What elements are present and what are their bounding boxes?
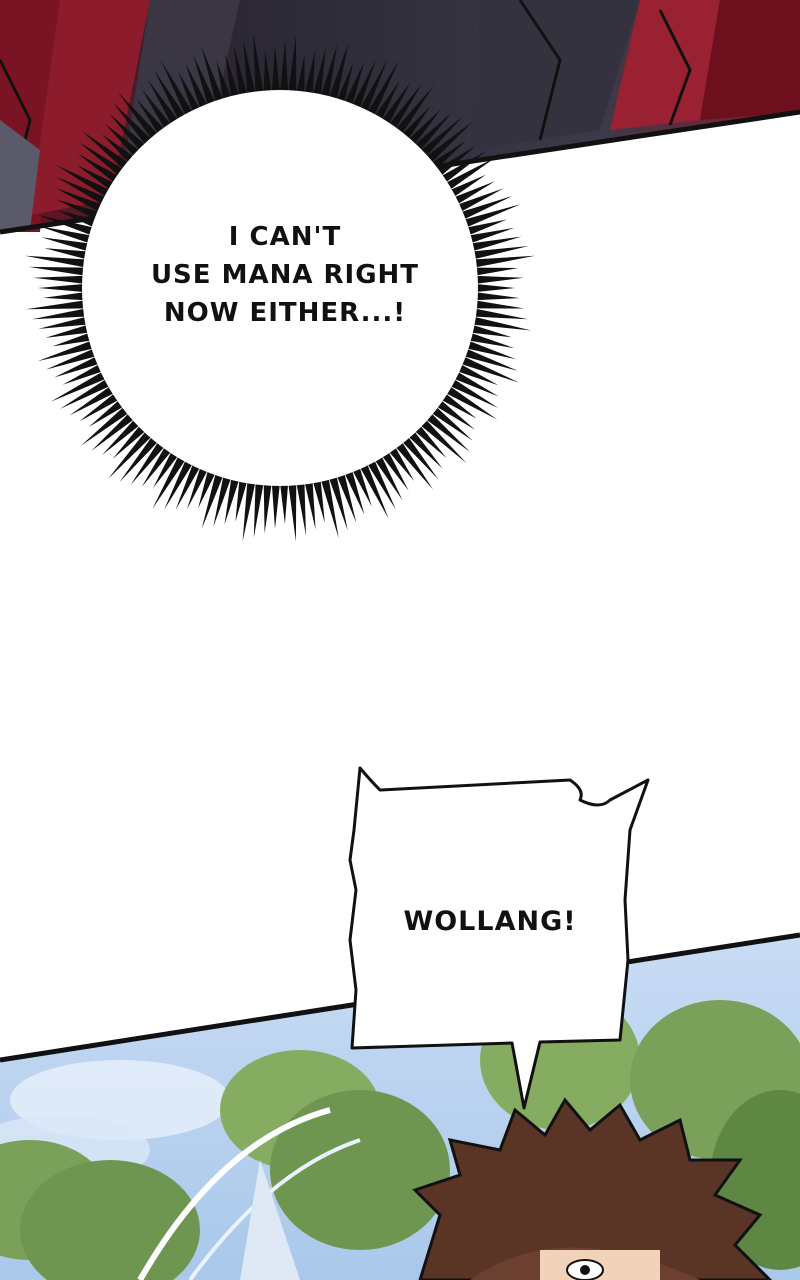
speech-bubble [348,766,650,1110]
bottom-panel-art [0,932,800,1280]
thought-line-3: NOW EITHER...! [163,298,407,328]
speech-bubble-text: WOLLANG! [403,906,577,937]
thought-burst-bubble [25,33,535,542]
thought-bubble-text: I CAN'T USE MANA RIGHT NOW EITHER...! [120,218,450,332]
thought-line-2: USE MANA RIGHT [150,260,420,290]
thought-line-1: I CAN'T [228,222,342,252]
